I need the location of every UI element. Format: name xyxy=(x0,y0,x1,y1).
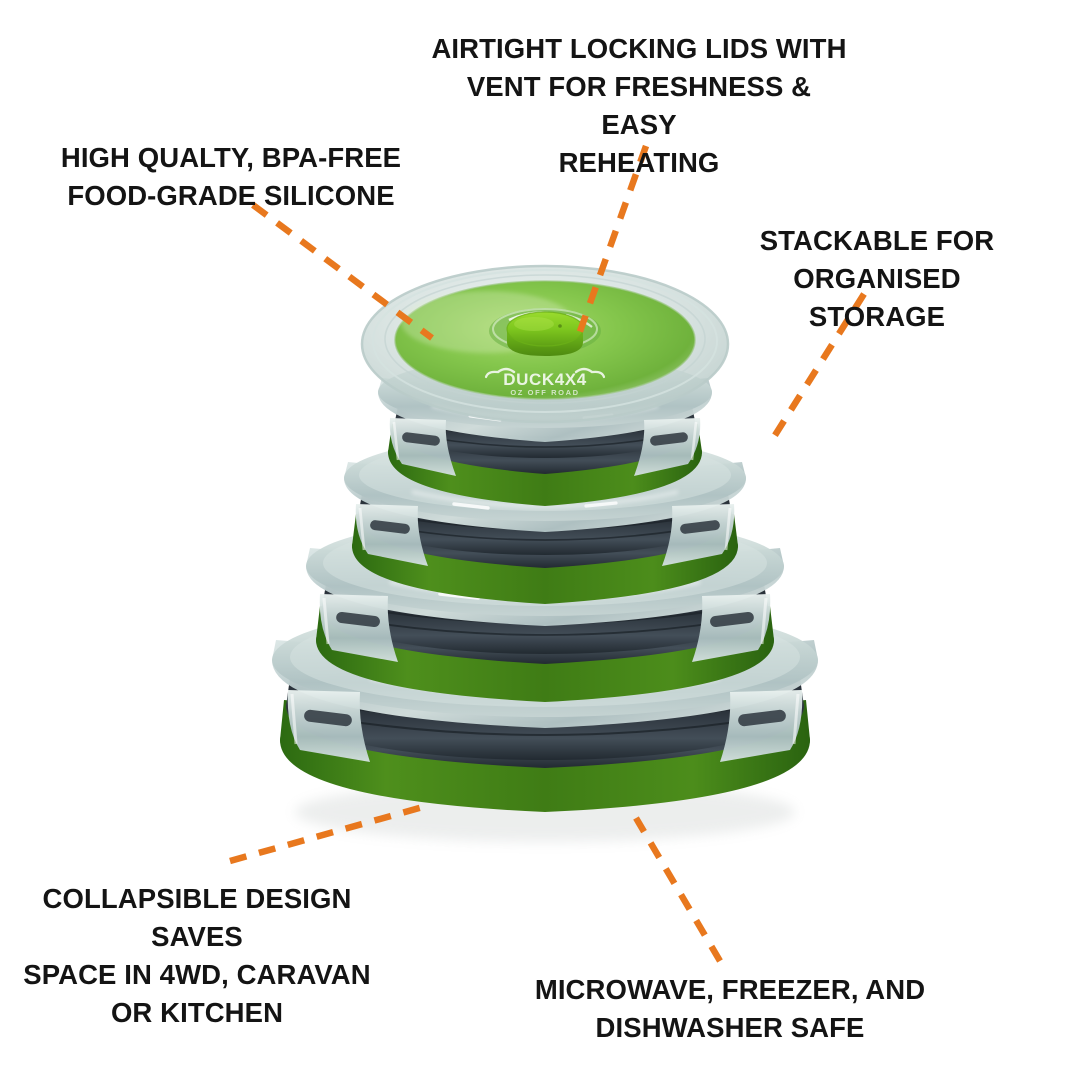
handle-tab-tier-4-right xyxy=(720,690,803,762)
handle-tab-tier-2-left xyxy=(355,504,428,566)
callout-bpa-free-silicone: HIGH QUALTY, BPA-FREE FOOD-GRADE SILICON… xyxy=(60,142,402,211)
callout-collapsible-design: COLLAPSIBLE DESIGN SAVES SPACE IN 4WD, C… xyxy=(23,883,371,1028)
brand-logo-tagline: OZ OFF ROAD xyxy=(510,388,579,397)
callout-appliance-safe: MICROWAVE, FREEZER, AND DISHWASHER SAFE xyxy=(534,974,926,1043)
handle-tab-tier-1-left xyxy=(389,418,456,476)
brand-logo-text: DUCK4X4 xyxy=(503,370,587,389)
callout-stackable-storage: STACKABLE FOR ORGANISED STORAGE xyxy=(759,225,995,332)
top-lid: DUCK4X4 OZ OFF ROAD xyxy=(360,264,730,424)
handle-tab-tier-3-left xyxy=(319,594,398,662)
container-tier-1: DUCK4X4 OZ OFF ROAD xyxy=(360,264,730,506)
vent-knob-icon[interactable] xyxy=(506,311,584,356)
callout-airtight-lids: AIRTIGHT LOCKING LIDS WITH VENT FOR FRES… xyxy=(431,33,847,178)
handle-tab-tier-4-left xyxy=(287,690,370,762)
handle-tab-tier-2-right xyxy=(662,504,735,566)
handle-tab-tier-1-right xyxy=(634,418,701,476)
handle-tab-tier-3-right xyxy=(692,594,771,662)
brand-logo: DUCK4X4 OZ OFF ROAD xyxy=(484,367,606,397)
